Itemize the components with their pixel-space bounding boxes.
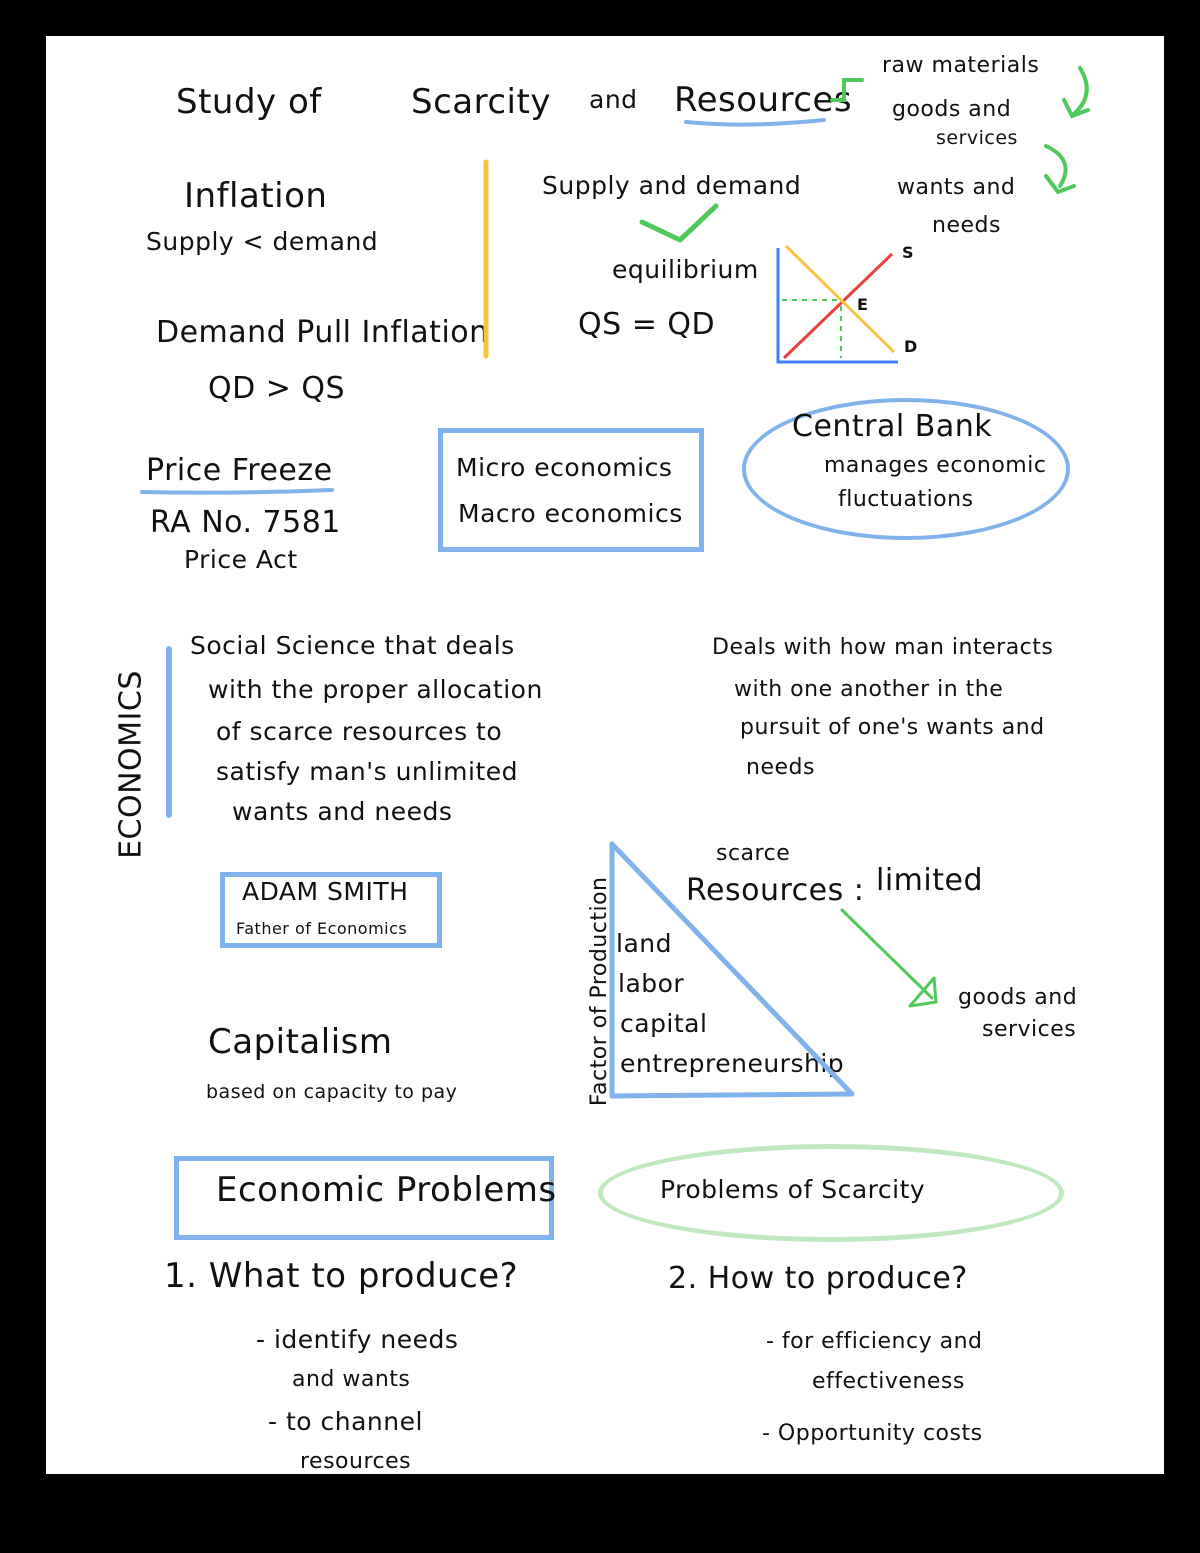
problems-scarcity-ellipse [598,1144,1064,1242]
factor-capital: capital [620,1009,708,1038]
economics-deals-line-4: needs [746,755,815,780]
graph-axes [776,248,898,364]
economics-deals-line-2: with one another in the [734,677,1004,702]
notes-page: Study of Scarcity and Resources raw mate… [46,36,1164,1474]
title-and: and [589,85,638,114]
central-bank-heading: Central Bank [792,409,993,444]
micro-macro-box [438,428,704,552]
economics-def-line-5: wants and needs [232,797,453,826]
adam-smith-title: Father of Economics [236,919,408,938]
economic-problems-heading: Economic Problems [216,1170,557,1210]
economics-def-line-4: satisfy man's unlimited [216,757,519,786]
q2-bullet-1a: - for efficiency and [766,1329,983,1354]
macro-economics: Macro economics [458,499,683,528]
adam-smith-name: ADAM SMITH [242,877,409,906]
price-freeze-heading: Price Freeze [146,453,333,488]
equilibrium-label: equilibrium [612,255,759,284]
supply-demand-graph [776,244,898,364]
scarce-label: scarce [716,841,791,866]
price-freeze-underline [140,488,334,495]
title-resources: Resources [674,80,853,120]
central-bank-line2: fluctuations [838,487,974,512]
raw-materials-label: raw materials [882,53,1040,78]
limited-label: limited [876,863,983,898]
problems-scarcity-heading: Problems of Scarcity [660,1175,926,1204]
title-study-of: Study of [176,82,322,122]
flow-arrow-2-icon [1044,144,1068,188]
price-act: Price Act [184,545,298,574]
title-scarcity: Scarcity [411,82,551,122]
resources-bracket-icon [830,78,864,102]
q1-bullet-2a: - to channel [268,1407,423,1436]
qs-equals-qd: QS = QD [578,307,716,342]
flow-arrow-1-icon [1072,66,1089,116]
check-icon [639,203,719,243]
factor-labor: labor [618,969,685,998]
goods-services-1: goods and [958,985,1078,1010]
graph-label-s: S [902,243,915,262]
demand-curve [784,244,896,354]
central-bank-line1: manages economic [824,453,1047,478]
graph-label-d: D [904,337,918,356]
drawings-layer [140,66,1090,1099]
wants-needs-label-1: wants and [897,175,1016,200]
factor-entrepreneurship: entrepreneurship [620,1049,845,1078]
goods-services-label-1: goods and [892,97,1012,122]
q1-bullet-1b: and wants [292,1367,411,1392]
economics-def-line-1: Social Science that deals [190,631,515,660]
ra-number: RA No. 7581 [150,505,341,540]
economics-deals-line-1: Deals with how man interacts [712,635,1054,660]
economics-def-line-2: with the proper allocation [208,675,543,704]
wants-needs-label-2: needs [932,213,1001,238]
adam-smith-box [220,872,442,948]
q2-bullet-1b: effectiveness [812,1369,965,1394]
qd-greater-qs: QD > QS [208,371,346,406]
factor-land: land [616,929,672,958]
economics-bar [166,646,172,818]
q2-bullet-2: - Opportunity costs [762,1421,983,1446]
question-2: 2. How to produce? [668,1261,968,1296]
goods-services-2: services [982,1017,1077,1042]
capitalism-desc: based on capacity to pay [206,1081,458,1103]
inflation-supply-demand: Supply < demand [146,227,379,256]
graph-label-e: E [857,295,869,314]
resources-underline [684,118,826,127]
q1-bullet-2b: resources [300,1449,412,1474]
economics-def-line-3: of scarce resources to [216,717,503,746]
demand-pull-inflation: Demand Pull Inflation [156,315,489,350]
goods-services-label-2: services [936,127,1018,149]
central-bank-ellipse [742,398,1070,540]
supply-curve [782,252,894,360]
micro-economics: Micro economics [456,453,673,482]
supply-demand-heading: Supply and demand [542,171,802,200]
inflation-heading: Inflation [184,176,328,216]
q1-bullet-1a: - identify needs [256,1325,459,1354]
question-1: 1. What to produce? [164,1256,519,1296]
economics-deals-line-3: pursuit of one's wants and [740,715,1045,740]
factors-triangle [609,841,855,1099]
capitalism-heading: Capitalism [208,1022,393,1062]
resources-label: Resources : [686,873,865,908]
economic-problems-box [174,1156,554,1240]
resources-arrow-icon [840,908,938,1008]
